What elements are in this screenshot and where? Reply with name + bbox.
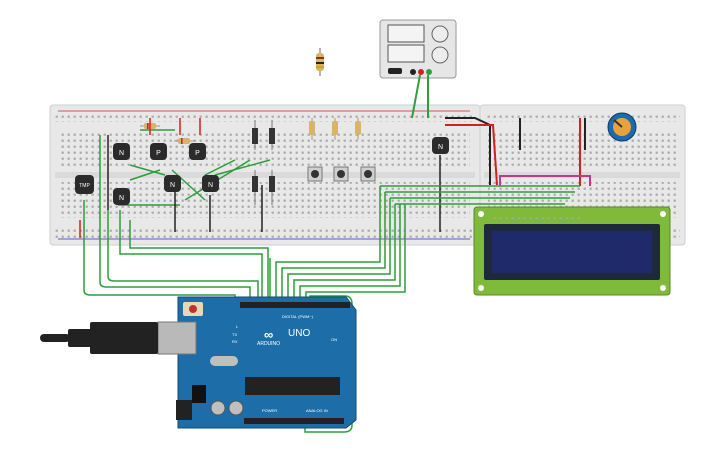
digital-header[interactable] bbox=[240, 302, 350, 308]
transistor-label: N bbox=[170, 182, 175, 189]
transistor-npn-2[interactable]: N bbox=[113, 188, 130, 205]
power-label: POWER bbox=[262, 408, 277, 413]
pushbutton-1[interactable] bbox=[307, 166, 323, 182]
supply-terminal-black[interactable] bbox=[410, 69, 416, 75]
diode-2[interactable] bbox=[269, 120, 275, 150]
lcd-screen bbox=[492, 231, 652, 273]
transistor-pnp-1[interactable]: P bbox=[150, 143, 167, 160]
resistor-r2[interactable] bbox=[174, 138, 196, 144]
infinity-logo: ∞ bbox=[264, 327, 273, 342]
power-supply[interactable] bbox=[379, 19, 457, 79]
transistor-label: N bbox=[438, 144, 443, 151]
power-rail-top[interactable] bbox=[55, 112, 475, 122]
transistor-label: N bbox=[119, 195, 124, 202]
transistor-label: P bbox=[195, 150, 200, 157]
power-rail-bottom[interactable] bbox=[55, 228, 475, 238]
transistor-label: N bbox=[208, 182, 213, 189]
pushbutton-3[interactable] bbox=[360, 166, 376, 182]
transistor-npn-5[interactable]: N bbox=[432, 137, 449, 154]
supply-terminal-red[interactable] bbox=[418, 69, 424, 75]
usb-port[interactable] bbox=[157, 321, 197, 355]
transistor-pnp-2[interactable]: P bbox=[189, 143, 206, 160]
digital-label: DIGITAL (PWM~) bbox=[282, 314, 314, 319]
temperature-sensor[interactable]: TMP bbox=[75, 175, 94, 194]
lcd-display[interactable] bbox=[473, 206, 671, 296]
resistor-loose[interactable] bbox=[316, 48, 324, 76]
l-label: L bbox=[236, 324, 239, 329]
reset-button[interactable] bbox=[189, 305, 197, 313]
power-analog-header[interactable] bbox=[244, 418, 344, 424]
resistor-r5[interactable] bbox=[355, 118, 361, 140]
breadboard-main[interactable] bbox=[49, 104, 481, 246]
diode-3[interactable] bbox=[252, 170, 258, 205]
potentiometer[interactable] bbox=[607, 112, 637, 142]
tx-label: TX bbox=[232, 332, 237, 337]
resistor-r3[interactable] bbox=[309, 118, 315, 140]
analog-label: ANALOG IN bbox=[306, 408, 328, 413]
on-label: ON bbox=[331, 337, 337, 342]
resistor-r4[interactable] bbox=[332, 118, 338, 140]
pushbutton-2[interactable] bbox=[333, 166, 349, 182]
diode-4[interactable] bbox=[269, 170, 275, 205]
power-jack[interactable] bbox=[176, 400, 192, 420]
transistor-npn-1[interactable]: N bbox=[113, 143, 130, 160]
rx-label: RX bbox=[232, 339, 238, 344]
transistor-label: N bbox=[119, 150, 124, 157]
transistor-label: P bbox=[156, 150, 161, 157]
arduino-uno[interactable]: ∞ UNO ARDUINO DIGITAL (PWM~) POWER ANALO… bbox=[157, 296, 357, 429]
diode-1[interactable] bbox=[252, 120, 258, 150]
transistor-npn-4[interactable]: N bbox=[202, 175, 219, 192]
sensor-label: TMP bbox=[79, 183, 90, 189]
transistor-npn-3[interactable]: N bbox=[164, 175, 181, 192]
arduino-brand-label: ARDUINO bbox=[257, 341, 280, 347]
atmega-chip bbox=[245, 377, 340, 395]
arduino-model-label: UNO bbox=[288, 328, 310, 339]
supply-terminal-green[interactable] bbox=[426, 69, 432, 75]
usb-cable[interactable] bbox=[40, 322, 158, 354]
